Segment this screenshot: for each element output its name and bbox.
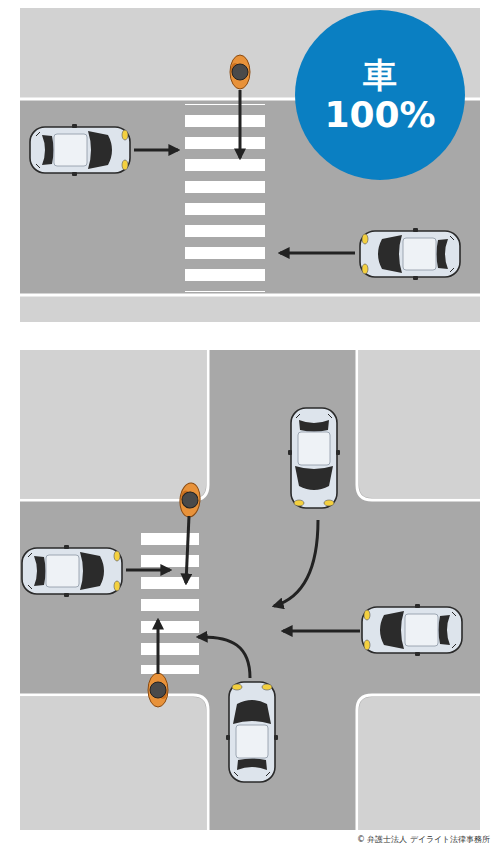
- pedestrian: [230, 55, 250, 89]
- turn-arrow: [198, 637, 250, 678]
- car: [22, 545, 122, 597]
- turn-arrow: [274, 520, 318, 606]
- car: [360, 228, 460, 280]
- crosswalk: [141, 526, 199, 674]
- intersection-scene: [20, 350, 480, 830]
- copyright-note: © 弁護士法人 デイライト法律事務所: [357, 834, 490, 845]
- walk-arrow: [157, 620, 160, 674]
- car: [362, 604, 462, 656]
- ratio-badge: 車100%: [295, 10, 465, 180]
- direction-arrow: [280, 252, 355, 255]
- pedestrian: [148, 673, 168, 707]
- walk-arrow: [186, 516, 189, 583]
- car: [30, 124, 130, 176]
- direction-arrow: [134, 149, 178, 152]
- car: [288, 408, 340, 508]
- car: [226, 682, 278, 782]
- direction-arrow: [126, 569, 170, 572]
- direction-arrow: [283, 630, 360, 633]
- pedestrian: [179, 482, 202, 518]
- walk-arrow: [239, 90, 242, 158]
- road-scene-top: [20, 8, 480, 322]
- crosswalk: [185, 104, 265, 292]
- badge-heading: 車: [363, 56, 397, 95]
- badge-value: 100%: [324, 95, 435, 135]
